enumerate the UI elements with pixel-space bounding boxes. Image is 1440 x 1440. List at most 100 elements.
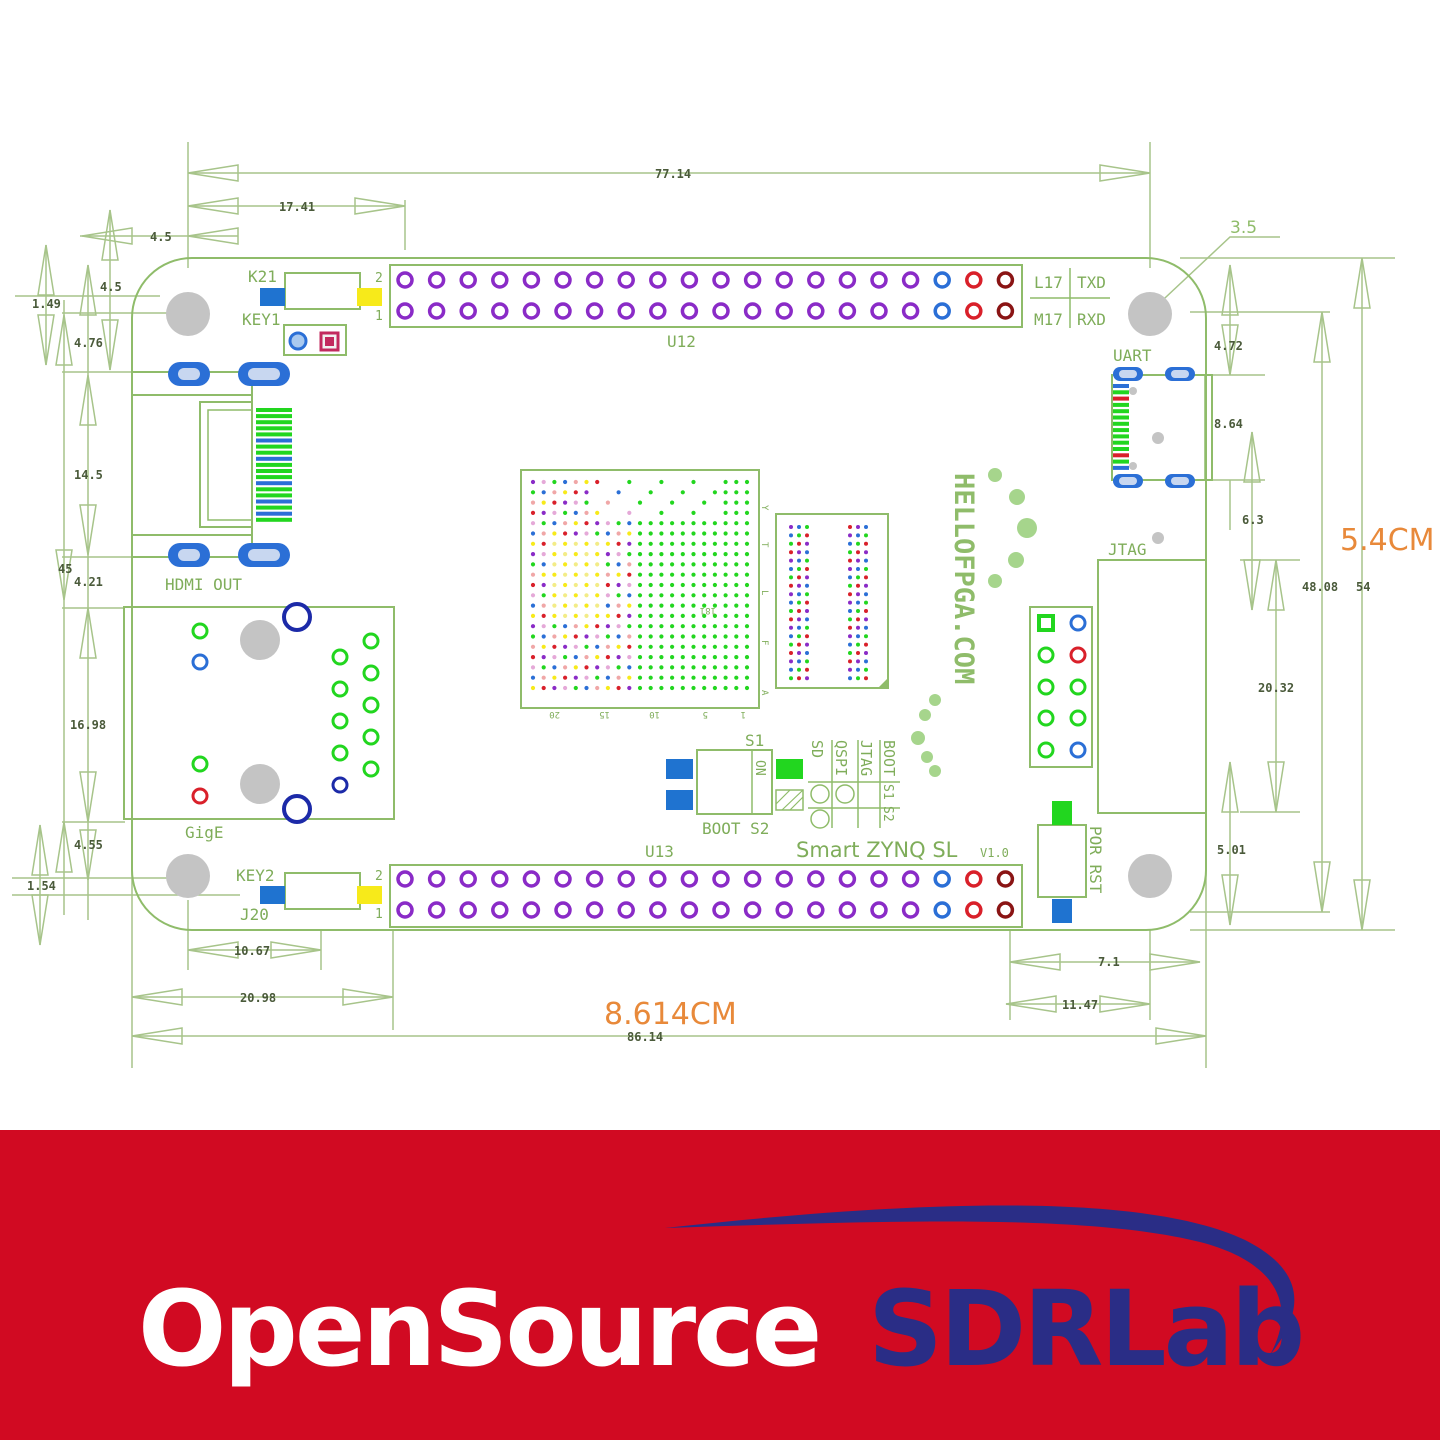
bga-ball	[627, 541, 632, 546]
header-pin	[680, 901, 699, 919]
uart-pin	[1113, 390, 1129, 395]
bga-ball	[659, 624, 664, 629]
bga-ball	[734, 624, 739, 629]
boot-mode-table	[808, 740, 900, 829]
bga-ball	[584, 531, 589, 536]
bga-ball	[648, 665, 653, 670]
bga-ball	[541, 582, 546, 588]
ddr-ball	[797, 533, 801, 538]
header-pin	[491, 302, 509, 320]
ddr-ball	[848, 533, 852, 538]
header-pin	[522, 901, 541, 919]
bga-ball	[530, 510, 536, 515]
bga-ball	[541, 675, 546, 680]
bga-ball	[712, 685, 718, 691]
hdmi-pin	[256, 493, 292, 498]
bga-ball	[702, 541, 707, 546]
bga-ball	[530, 562, 536, 567]
bga-ball	[680, 593, 685, 598]
bga-ball	[637, 582, 643, 588]
label-pin2-bot: 2	[375, 869, 383, 884]
ddr-ball	[864, 592, 868, 597]
hdmi-pin	[256, 499, 292, 504]
dim-4-55: 4.55	[74, 838, 103, 852]
bga-ball	[541, 685, 546, 691]
label-u12: U12	[667, 332, 696, 351]
bga-ball	[712, 624, 718, 629]
bga-ball	[573, 675, 578, 680]
bga-ball	[605, 603, 611, 608]
bga-ball	[723, 655, 728, 660]
label-pin1-bot: 1	[375, 907, 383, 922]
bga-ball	[723, 479, 728, 485]
ddr-ball	[848, 558, 852, 563]
uart-pin	[1113, 447, 1129, 451]
bga-ball	[530, 624, 536, 629]
bga-ball	[659, 521, 664, 526]
bga-ball	[573, 541, 578, 546]
bga-ball	[734, 562, 739, 567]
header-pin	[585, 271, 604, 289]
dim-7-1: 7.1	[1098, 955, 1120, 969]
ddr-ball	[789, 617, 793, 622]
bga-ball	[659, 665, 664, 670]
bga-ball	[595, 624, 600, 629]
hdmi-pin	[256, 414, 292, 419]
header-pin	[491, 271, 509, 289]
bga-ball	[702, 603, 707, 608]
bga-ball	[595, 685, 600, 691]
bga-ball	[530, 685, 536, 691]
dim-4-5-top: 4.5	[150, 230, 172, 244]
ddr-ball	[864, 583, 868, 588]
header-pin	[838, 302, 857, 320]
bga-ball	[691, 613, 696, 619]
bga-ball	[734, 531, 739, 536]
bga-row-a: A	[759, 690, 769, 696]
bga-ball	[530, 521, 536, 526]
header-pin	[396, 901, 414, 919]
ddr-ball	[805, 659, 809, 664]
bga-ball	[541, 655, 546, 660]
bga-ball	[734, 479, 739, 485]
bga-ball	[659, 582, 664, 588]
bga-ball	[670, 665, 675, 670]
bga-ball	[691, 655, 696, 660]
bga-ball	[648, 634, 653, 639]
bga-ball	[702, 582, 707, 588]
bga-ball	[530, 490, 536, 495]
bga-ball	[584, 490, 589, 495]
hdmi-pin	[256, 469, 292, 473]
header-pin	[996, 271, 1015, 289]
bga-ball	[691, 479, 696, 485]
bga-ball	[680, 490, 685, 495]
uart-usb-connector	[1111, 367, 1213, 488]
label-jtag-mode: JTAG	[857, 740, 875, 776]
ddr-ball	[848, 667, 852, 672]
bga-ball	[723, 603, 728, 608]
board-outline	[131, 257, 1207, 931]
label-pin2-top: 2	[375, 271, 383, 286]
bga-ball	[680, 572, 685, 577]
key1-switch	[284, 272, 361, 310]
bga-ball	[659, 562, 664, 567]
ddr-ball	[789, 651, 793, 655]
header-pin	[649, 302, 667, 320]
bga-ball	[680, 665, 685, 670]
bga-ball	[734, 685, 739, 691]
header-pin	[807, 870, 825, 888]
ddr-ball	[848, 541, 852, 546]
bga-ball	[691, 593, 696, 598]
header-u13-pins	[396, 870, 1015, 919]
dim-5-01: 5.01	[1217, 843, 1246, 857]
ddr-ball	[848, 600, 852, 605]
bga-ball	[637, 613, 643, 619]
key2-pad-yellow	[357, 886, 382, 904]
width-callout: 8.614CM	[604, 997, 737, 1032]
bga-ball	[712, 613, 718, 619]
ddr-ball	[848, 575, 852, 580]
bga-ball	[734, 613, 739, 619]
bga-ball	[584, 655, 589, 660]
bga-ball	[605, 593, 611, 598]
header-pin	[870, 901, 888, 919]
ddr-ball	[789, 625, 793, 630]
